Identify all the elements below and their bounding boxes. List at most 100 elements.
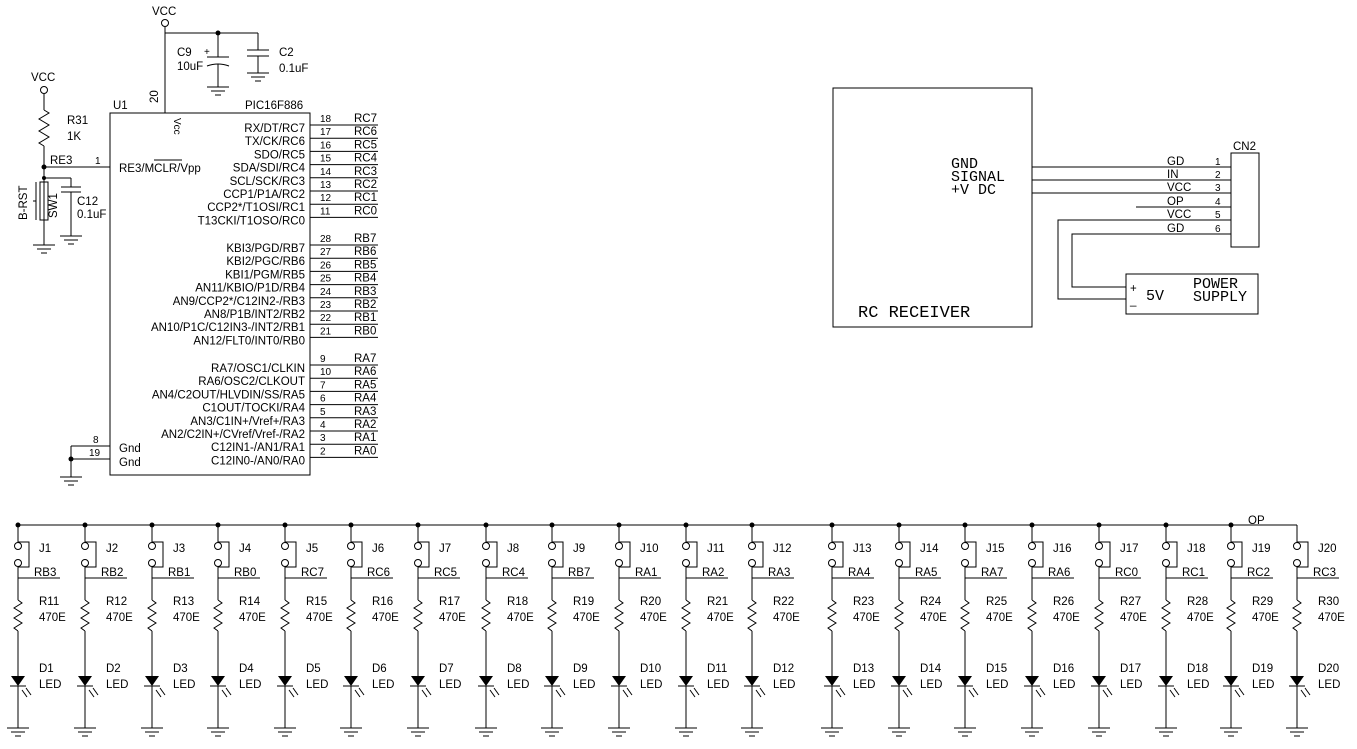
diode-ref: D9 xyxy=(573,663,588,675)
led-symbol xyxy=(1159,676,1173,686)
jumper-pin xyxy=(347,542,355,550)
mcu-pin-number: 14 xyxy=(320,167,332,178)
psu-label-2: SUPPLY xyxy=(1193,289,1247,306)
resistor-ref: R23 xyxy=(853,596,874,608)
jumper-pin xyxy=(895,542,903,550)
mcu-pin-number: 10 xyxy=(320,367,332,378)
led-emission-arrow xyxy=(92,687,99,696)
led-bank: OP J1RB3R11470ED1LEDJ2RB2R12470ED2LEDJ3R… xyxy=(7,515,1345,737)
jumper-pin xyxy=(281,559,289,567)
mcu-vcc-label: Vcc xyxy=(171,118,182,135)
c2-value: 0.1uF xyxy=(279,63,308,75)
mcu-pin-name: AN4/C2OUT/HLVDIN/SS/RA5 xyxy=(152,389,305,401)
mcu-pin-net: RA4 xyxy=(354,393,377,405)
diode-ref: D17 xyxy=(1120,663,1141,675)
mcu-pin-name: AN8/P1B/INT2/RB2 xyxy=(204,309,305,321)
mcu-pin-name: SCL/SCK/RC3 xyxy=(230,176,305,188)
mcu-pin-net: RB0 xyxy=(354,325,376,337)
led-emission-arrow xyxy=(155,689,162,698)
led-emission-arrow xyxy=(25,687,32,696)
led-emission-arrow xyxy=(759,687,766,696)
led-emission-arrow xyxy=(1039,687,1046,696)
mcu-pin-net: RC6 xyxy=(354,126,377,138)
mcu-pin-number: 26 xyxy=(320,260,332,271)
cn2-pin-name: GD xyxy=(1167,223,1184,235)
rc-signal-label: SIGNAL xyxy=(951,169,1005,186)
mcu-pin-name: CCP1/P1A/RC2 xyxy=(223,189,305,201)
channel-net: RC4 xyxy=(502,567,526,579)
jumper-link xyxy=(486,541,498,568)
resistor-ref: R18 xyxy=(507,596,528,608)
led-emission-arrow xyxy=(88,689,95,698)
jumper-pin xyxy=(895,559,903,567)
led-symbol xyxy=(892,676,906,686)
cn2-ref: CN2 xyxy=(1233,141,1256,153)
diode-ref: D10 xyxy=(640,663,661,675)
mcu-pin-name: C1OUT/TOCKI/RA4 xyxy=(202,403,305,415)
led-symbol xyxy=(344,676,358,686)
mcu-pin-net: RB2 xyxy=(354,299,376,311)
led-emission-arrow xyxy=(159,687,166,696)
jumper-pin xyxy=(1095,559,1103,567)
led-emission-arrow xyxy=(21,689,28,698)
mcu-pin-number: 7 xyxy=(320,380,326,391)
led-symbol xyxy=(411,676,425,686)
diode-type: LED xyxy=(1318,679,1340,691)
jumper-link xyxy=(85,541,97,568)
resistor-value: 470E xyxy=(439,612,466,624)
led-emission-arrow xyxy=(906,687,913,696)
diode-type: LED xyxy=(372,679,394,691)
resistor-value: 470E xyxy=(1252,612,1279,624)
diode-ref: D18 xyxy=(1187,663,1208,675)
vcc-label-top: VCC xyxy=(152,6,176,18)
jumper-pin xyxy=(1028,559,1036,567)
jumper-ref: J11 xyxy=(707,543,725,555)
cn2-pin-name: OP xyxy=(1167,196,1184,208)
led-emission-arrow xyxy=(225,687,232,696)
resistor-symbol xyxy=(614,599,624,632)
led-emission-arrow xyxy=(1035,689,1042,698)
reset-circuit: VCC R31 1K RE3 1 B-RST SW1 C12 0.1uF xyxy=(18,72,110,254)
led-emission-arrow xyxy=(221,689,228,698)
jumper-pin xyxy=(414,542,422,550)
channel-net: RC2 xyxy=(1247,567,1270,579)
led-emission-arrow xyxy=(288,689,295,698)
led-symbol xyxy=(1290,676,1304,686)
led-emission-arrow xyxy=(835,689,842,698)
resistor-symbol xyxy=(80,599,90,632)
led-emission-arrow xyxy=(755,689,762,698)
diode-ref: D6 xyxy=(372,663,387,675)
channel-net: RA6 xyxy=(1048,567,1070,579)
led-symbol xyxy=(679,676,693,686)
c12-value: 0.1uF xyxy=(77,209,106,221)
mcu-part: PIC16F886 xyxy=(245,100,303,112)
mcu-pin-net: RC7 xyxy=(354,113,377,125)
resistor-ref: R17 xyxy=(439,596,460,608)
jumper-pin xyxy=(214,559,222,567)
mcu-pin-net: RA0 xyxy=(354,445,376,457)
r31-value: 1K xyxy=(67,131,81,143)
mcu-pin-number: 12 xyxy=(320,193,332,204)
diode-ref: D13 xyxy=(853,663,874,675)
diode-type: LED xyxy=(106,679,128,691)
mcu-pin-name: SDA/SDI/RC4 xyxy=(233,163,306,175)
diode-ref: D3 xyxy=(173,663,188,675)
led-symbol xyxy=(545,676,559,686)
jumper-pin xyxy=(1095,542,1103,550)
jumper-ref: J18 xyxy=(1187,543,1206,555)
resistor-ref: R27 xyxy=(1120,596,1141,608)
resistor-value: 470E xyxy=(106,612,133,624)
cn2-pin-name: GD xyxy=(1167,156,1184,168)
channel-net: RC0 xyxy=(1115,567,1138,579)
resistor-ref: R29 xyxy=(1252,596,1273,608)
led-emission-arrow xyxy=(968,689,975,698)
jumper-pin xyxy=(81,559,89,567)
led-emission-arrow xyxy=(626,687,633,696)
